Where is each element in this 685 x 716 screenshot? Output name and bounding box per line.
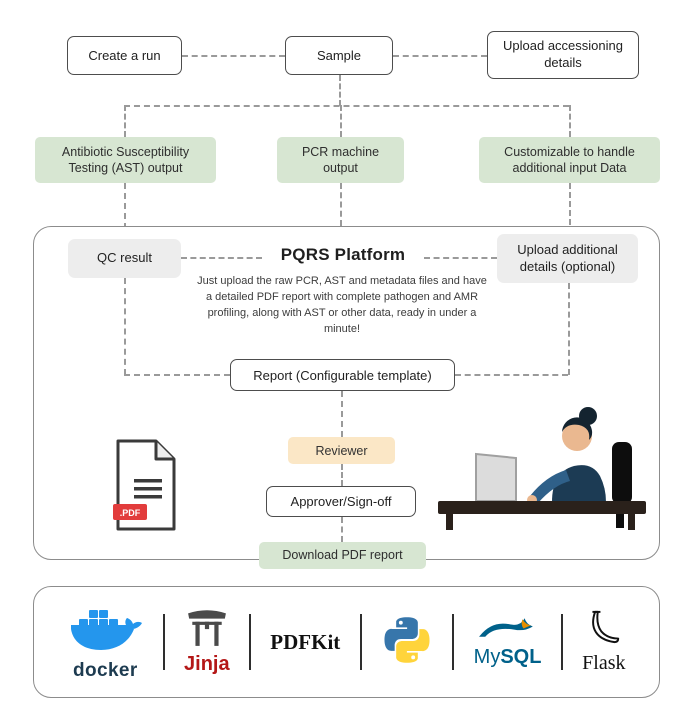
dashed-connector: [182, 55, 285, 57]
divider: [162, 614, 165, 670]
dashed-connector: [124, 105, 126, 137]
docker-logo: docker: [67, 603, 143, 682]
node-report-template: Report (Configurable template): [230, 359, 455, 391]
flask-logo: Flask: [582, 609, 625, 675]
jinja-label: Jinja: [184, 653, 230, 675]
dashed-connector: [124, 278, 126, 375]
node-upload-accessioning: Upload accessioning details: [487, 31, 639, 79]
node-pcr-output: PCR machine output: [277, 137, 404, 183]
platform-description: Just upload the raw PCR, AST and metadat…: [197, 275, 487, 335]
node-sample: Sample: [285, 36, 393, 75]
jinja-logo: Jinja: [184, 608, 230, 676]
jinja-torii-icon: [186, 608, 228, 651]
mysql-dolphin-icon: [477, 616, 539, 644]
dashed-connector: [341, 464, 343, 486]
divider: [248, 614, 251, 670]
pdf-badge-label: .PDF: [120, 508, 141, 518]
dashed-connector: [569, 105, 571, 137]
node-download-report: Download PDF report: [259, 542, 426, 569]
node-customizable-input: Customizable to handle additional input …: [479, 137, 660, 183]
dashed-connector: [455, 374, 568, 376]
dashed-connector: [424, 257, 497, 259]
divider: [452, 614, 455, 670]
platform-title: PQRS Platform: [280, 245, 406, 264]
node-create-run: Create a run: [67, 36, 182, 75]
dashed-connector: [568, 283, 570, 375]
divider: [359, 614, 362, 670]
divider: [560, 614, 563, 670]
dashed-connector: [124, 183, 126, 239]
dashed-connector: [124, 374, 230, 376]
dashed-connector: [569, 183, 571, 234]
node-reviewer: Reviewer: [288, 437, 395, 464]
dashed-connector: [341, 391, 343, 437]
dashed-connector: [124, 105, 569, 107]
pdfkit-logo: PDFKit: [270, 630, 340, 655]
dashed-connector: [340, 105, 342, 137]
person-at-desk-illustration: [436, 400, 648, 530]
pdf-document-icon: .PDF: [112, 438, 178, 532]
node-approver: Approver/Sign-off: [266, 486, 416, 517]
mysql-logo: MySQL: [473, 616, 542, 669]
flask-horn-icon: [588, 609, 620, 650]
python-logo-icon: [381, 614, 433, 671]
dashed-connector: [340, 183, 342, 226]
node-upload-additional: Upload additional details (optional): [497, 234, 638, 283]
python-logo: [381, 614, 433, 671]
dashed-connector: [341, 517, 343, 542]
flask-label: Flask: [582, 652, 626, 674]
dashed-connector: [339, 75, 341, 106]
node-ast-output: Antibiotic Susceptibility Testing (AST) …: [35, 137, 216, 183]
node-qc-result: QC result: [68, 239, 181, 278]
dashed-connector: [393, 55, 487, 57]
dashed-connector: [181, 257, 262, 259]
docker-label: docker: [72, 659, 138, 681]
mysql-label: MySQL: [473, 645, 542, 668]
tech-stack-panel: docker Jinja: [33, 586, 660, 698]
pdfkit-label: PDFKit: [270, 629, 341, 654]
docker-whale-icon: [67, 603, 143, 658]
